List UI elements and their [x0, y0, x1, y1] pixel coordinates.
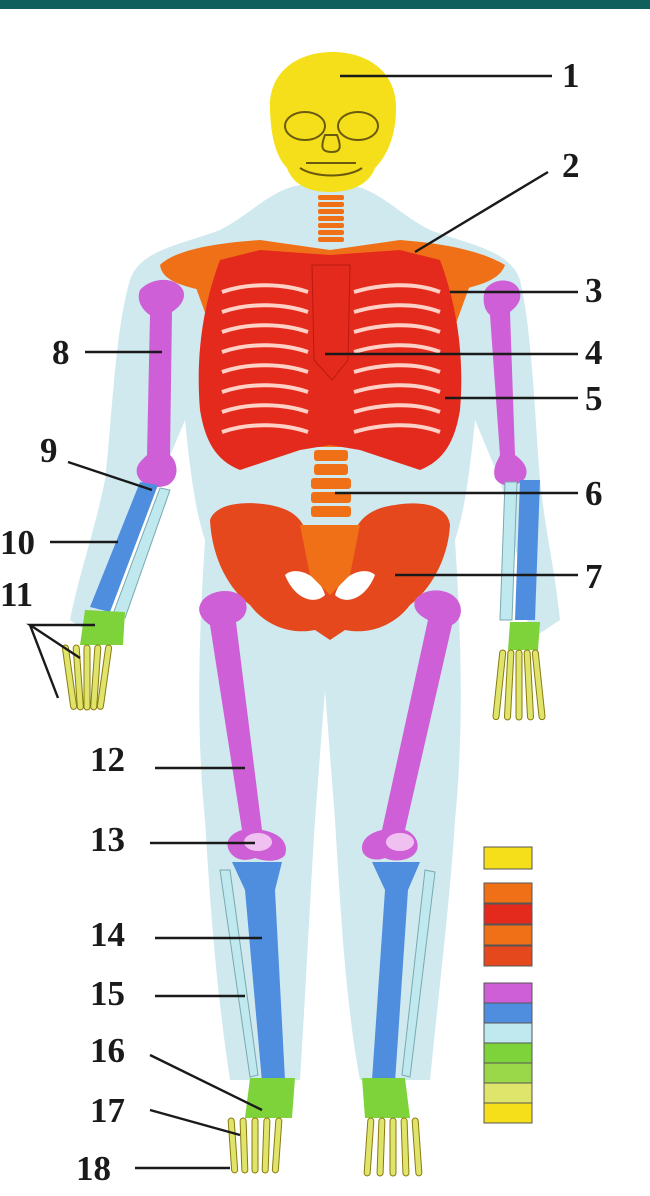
label-7: 7	[585, 557, 603, 596]
label-16: 16	[90, 1031, 125, 1070]
label-10: 10	[0, 523, 35, 562]
color-key-swatch	[484, 904, 532, 924]
cervical-vertebra	[318, 202, 344, 207]
color-key-swatch	[484, 946, 532, 966]
skull	[270, 52, 396, 192]
leader-17	[150, 1110, 240, 1135]
leader-2	[415, 172, 548, 252]
color-key-swatch	[484, 1063, 532, 1083]
right-forearm	[500, 480, 540, 620]
cervical-vertebra	[318, 195, 344, 200]
cervical-vertebra	[318, 209, 344, 214]
ribcage	[199, 250, 462, 470]
toe	[412, 1118, 422, 1176]
color-key-swatch	[484, 1083, 532, 1103]
cervical-vertebra	[318, 237, 344, 242]
finger	[516, 650, 522, 720]
toe	[228, 1118, 238, 1173]
label-12: 12	[90, 740, 125, 779]
finger	[84, 645, 90, 710]
cervical-vertebra	[318, 223, 344, 228]
toe	[401, 1118, 409, 1176]
toe	[364, 1118, 374, 1176]
label-5: 5	[585, 379, 603, 418]
color-key-swatch	[484, 883, 532, 903]
color-key-swatch	[484, 847, 532, 869]
label-9: 9	[40, 431, 58, 470]
toe	[240, 1118, 248, 1173]
color-key	[484, 847, 532, 1123]
finger	[504, 650, 514, 720]
label-13: 13	[90, 820, 125, 859]
finger	[524, 650, 534, 720]
left-foot	[228, 1078, 295, 1173]
label-11: 11	[0, 575, 33, 614]
label-8: 8	[52, 333, 70, 372]
right-foot	[362, 1078, 422, 1176]
toe	[377, 1118, 385, 1176]
color-key-swatch	[484, 925, 532, 945]
label-4: 4	[585, 333, 603, 372]
color-key-swatch	[484, 1023, 532, 1043]
cervical-vertebra	[318, 230, 344, 235]
label-6: 6	[585, 474, 603, 513]
finger	[493, 650, 506, 720]
leader-11b	[30, 625, 58, 698]
finger	[532, 650, 545, 720]
vertebra	[314, 450, 348, 461]
vertebra	[314, 464, 348, 475]
label-15: 15	[90, 974, 125, 1013]
color-key-swatch	[484, 983, 532, 1003]
label-18: 18	[76, 1149, 111, 1188]
label-2: 2	[562, 146, 580, 185]
toe	[262, 1118, 270, 1173]
toe	[272, 1118, 282, 1173]
label-17: 17	[90, 1091, 125, 1130]
color-key-swatch	[484, 1003, 532, 1023]
color-key-swatch	[484, 1103, 532, 1123]
vertebra	[311, 506, 351, 517]
label-3: 3	[585, 271, 603, 310]
label-14: 14	[90, 915, 125, 954]
toe	[390, 1118, 396, 1176]
right-hand	[493, 622, 546, 720]
color-key-swatch	[484, 1043, 532, 1063]
label-1: 1	[562, 56, 580, 95]
cervical-vertebra	[318, 216, 344, 221]
toe	[252, 1118, 258, 1173]
vertebra	[311, 478, 351, 489]
